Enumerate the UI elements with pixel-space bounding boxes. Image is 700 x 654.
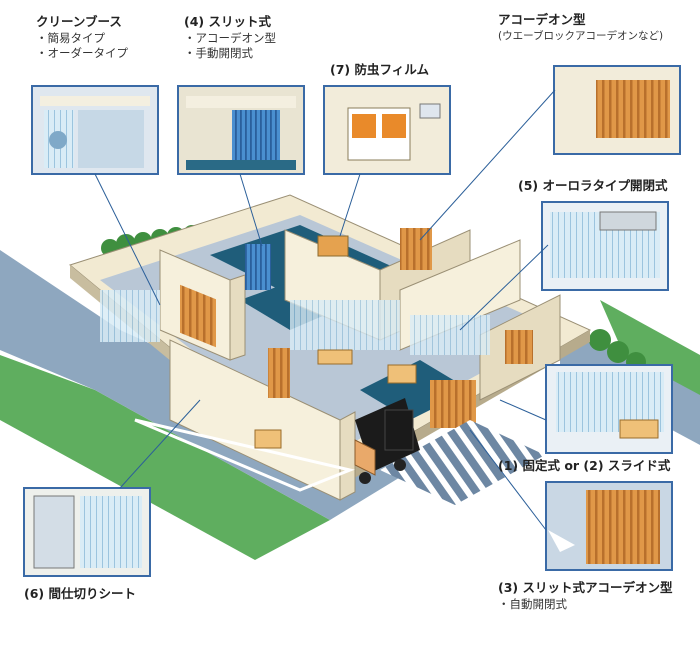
label-aurora: (5) オーロラタイプ開閉式: [518, 178, 667, 195]
leader-lines: [94, 89, 556, 531]
label-accordion-title: アコーデオン型: [498, 12, 586, 27]
label-clean-booth: クリーンブース ・簡易タイプ ・オーダータイプ: [36, 14, 128, 62]
inset-insect-film: [323, 85, 451, 175]
label-slit: (4) スリット式 ・アコーデオン型 ・手動開閉式: [184, 14, 276, 62]
label-slit-accordion-item-1: ・自動開閉式: [498, 596, 567, 611]
scene-curtains: [100, 228, 533, 428]
inset-fixed-slide: [545, 364, 673, 454]
inset-aurora: [541, 201, 669, 291]
label-fixed-slide-title: (1) 固定式 or (2) スライド式: [498, 458, 671, 473]
label-clean-booth-item-1: ・簡易タイプ: [36, 30, 105, 45]
inset-slit: [177, 85, 305, 175]
label-insect-film-title: (7) 防虫フィルム: [330, 62, 429, 77]
label-clean-booth-title: クリーンブース: [36, 14, 122, 29]
inset-partition: [23, 487, 151, 577]
inset-slit-accordion: [545, 481, 673, 571]
label-insect-film: (7) 防虫フィルム: [330, 62, 429, 79]
label-slit-item-1: ・アコーデオン型: [184, 30, 276, 45]
label-accordion: アコーデオン型 (ウエーブロックアコーデオンなど): [498, 12, 663, 43]
label-clean-booth-item-2: ・オーダータイプ: [36, 46, 128, 61]
label-slit-item-2: ・手動開閉式: [184, 46, 253, 61]
inset-clean-booth: [31, 85, 159, 175]
label-slit-accordion-title: (3) スリット式アコーデオン型: [498, 580, 673, 595]
label-partition: (6) 間仕切りシート: [24, 586, 136, 603]
label-slit-accordion: (3) スリット式アコーデオン型 ・自動開閉式: [498, 580, 672, 612]
label-aurora-title: (5) オーロラタイプ開閉式: [518, 178, 668, 193]
label-accordion-note: (ウエーブロックアコーデオンなど): [498, 29, 664, 42]
inset-accordion: [553, 65, 681, 155]
label-fixed-slide: (1) 固定式 or (2) スライド式: [498, 458, 670, 475]
loading-bay: [134, 398, 545, 505]
label-partition-title: (6) 間仕切りシート: [24, 586, 136, 601]
label-slit-title: (4) スリット式: [184, 14, 271, 29]
